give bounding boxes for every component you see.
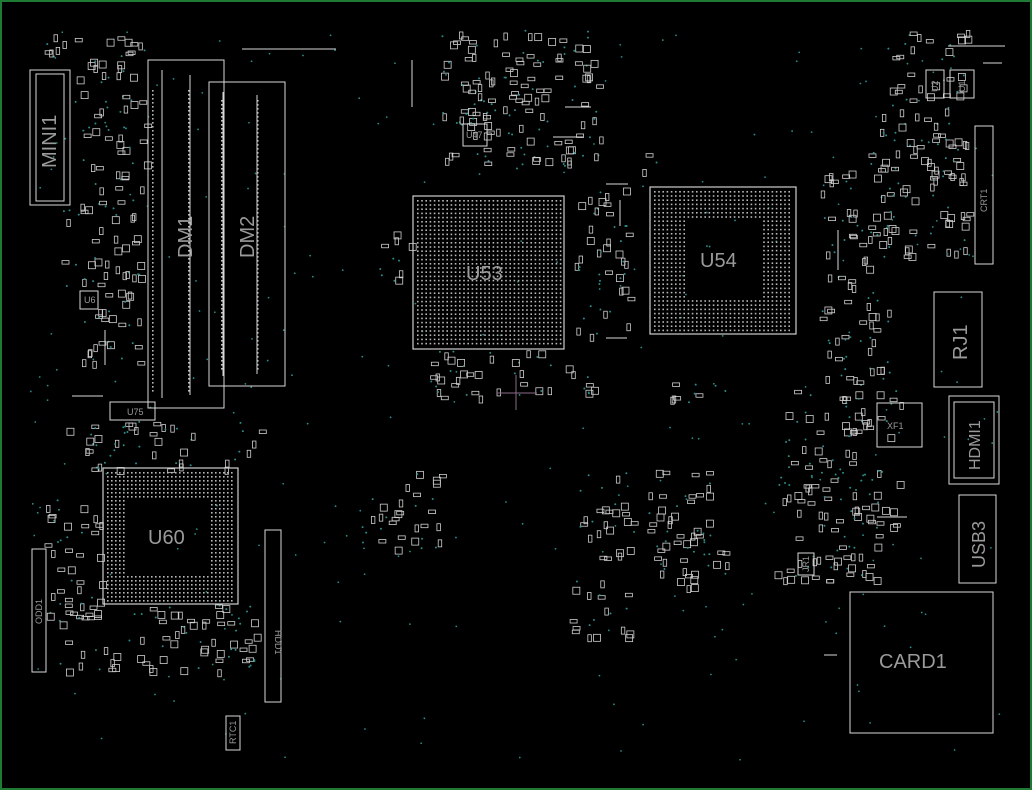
- dm2-pin-row-b: [257, 100, 259, 370]
- u54-ball-grid: [654, 191, 790, 332]
- hdmi1-connector[interactable]: HDMI1: [948, 395, 1000, 485]
- dm1-label: DM1: [175, 216, 197, 258]
- u54-chip[interactable]: U54: [649, 186, 797, 335]
- odd1-connector[interactable]: ODD1: [31, 548, 47, 673]
- u75-chip[interactable]: U75: [109, 401, 156, 421]
- rj1-connector[interactable]: RJ1: [933, 291, 983, 388]
- u47-label: U47: [466, 130, 483, 140]
- u53-label: U53: [466, 263, 503, 285]
- card1-reader[interactable]: CARD1: [849, 591, 994, 734]
- jr1-label: JR1: [801, 556, 811, 572]
- u60-ball-grid: [107, 472, 233, 602]
- rtc1-battery[interactable]: RTC1: [225, 715, 241, 751]
- u60-chip[interactable]: U60: [102, 467, 239, 605]
- u6-label: U6: [84, 295, 96, 305]
- u47-chip[interactable]: U47: [462, 123, 488, 147]
- u2-chip[interactable]: U2: [925, 69, 945, 99]
- u53-chip[interactable]: U53: [412, 195, 565, 350]
- u53-ball-grid: [417, 200, 562, 345]
- hdd1-label: HDD1: [273, 630, 283, 655]
- u75-label: U75: [127, 407, 144, 417]
- xf1-label: XF1: [887, 421, 904, 431]
- u1-chip[interactable]: U1: [949, 69, 975, 99]
- usb3-connector[interactable]: USB3: [958, 494, 997, 584]
- rj1-label: RJ1: [950, 324, 972, 360]
- dm1-memory-slot[interactable]: DM1: [147, 59, 225, 409]
- dm1-pin-row: [152, 90, 154, 392]
- card1-label: CARD1: [879, 651, 947, 673]
- hdmi1-label: HDMI1: [967, 420, 984, 470]
- small-components-layer: [29, 29, 1001, 761]
- xf1-transformer[interactable]: XF1: [876, 402, 923, 448]
- dm2-label: DM2: [237, 216, 259, 258]
- u2-label: U2: [930, 80, 940, 92]
- jr1-component[interactable]: JR1: [797, 552, 815, 576]
- dm2-pin-row: [221, 100, 223, 370]
- u6-chip[interactable]: U6: [79, 290, 99, 310]
- crt1-label: CRT1: [979, 189, 989, 212]
- mini1-label: MINI1: [39, 115, 61, 168]
- hdd1-connector[interactable]: HDD1: [264, 529, 283, 703]
- u1-label: U1: [957, 80, 967, 92]
- u60-label: U60: [148, 527, 185, 549]
- rtc1-label: RTC1: [228, 721, 238, 744]
- misc-lines: [72, 45, 1005, 656]
- odd1-label: ODD1: [34, 599, 44, 624]
- bga-pad-layer: [107, 90, 790, 602]
- crt1-connector[interactable]: CRT1: [974, 125, 994, 265]
- dm1-pin-row-b: [188, 90, 190, 392]
- usb3-label: USB3: [969, 521, 989, 568]
- dm2-memory-slot[interactable]: DM2: [208, 81, 286, 387]
- u54-label: U54: [700, 250, 737, 272]
- mini1-connector[interactable]: MINI1: [29, 69, 71, 206]
